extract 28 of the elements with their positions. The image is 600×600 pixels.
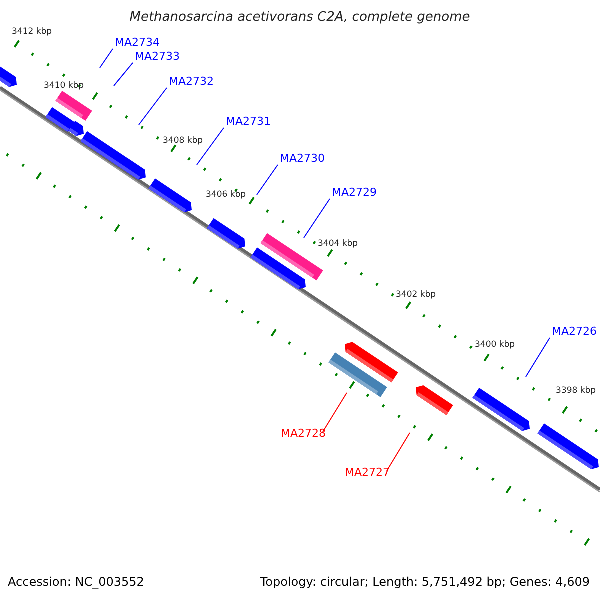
leader-line	[304, 198, 330, 238]
leader-line	[526, 338, 550, 378]
gene-label: MA2729	[332, 187, 378, 198]
gene-label: MA2727	[345, 467, 390, 478]
gene-label: MA2730	[280, 153, 326, 164]
gene-label: MA2728	[281, 428, 326, 439]
leader-line	[100, 48, 114, 68]
leader-line	[114, 62, 134, 86]
scale-label: 3408 kbp	[163, 137, 204, 146]
scale-label: 3402 kbp	[396, 291, 436, 300]
genome-stats-text: Topology: circular; Length: 5,751,492 bp; Genes: 4,609	[260, 576, 590, 588]
scale-label: 3410 kbp	[44, 82, 84, 90]
accession-text: Accession: NC_003552	[8, 576, 144, 588]
scale-label: 3398 kbp	[556, 387, 596, 396]
scale-label: 3412 kbp	[12, 28, 52, 36]
gene-label: MA2733	[135, 51, 180, 62]
gene-label: MA2732	[169, 76, 214, 87]
gene-label: MA2731	[226, 116, 272, 127]
leader-line	[322, 392, 348, 432]
gene-label: MA2726	[552, 326, 598, 337]
leader-line	[196, 128, 224, 166]
gene-label: MA2734	[115, 37, 160, 48]
scale-label: 3404 kbp	[318, 240, 358, 248]
scale-label: 3400 kbp	[475, 341, 516, 350]
leader-line	[138, 88, 168, 126]
scale-label: 3406 kbp	[206, 191, 246, 200]
leader-line	[256, 164, 278, 196]
title: Methanosarcina acetivorans C2A, complete genome	[128, 11, 472, 24]
